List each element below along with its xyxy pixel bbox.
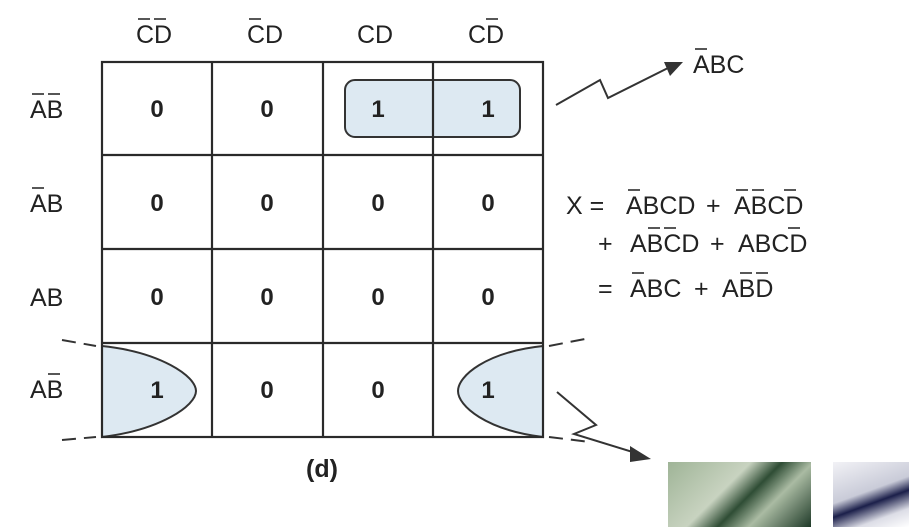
cell-r0-c3: 1: [481, 96, 494, 123]
equation-term-2-0: ABC: [630, 272, 681, 303]
col-header-1-text: CD: [247, 21, 283, 49]
equation-term-2-0-text: ABC: [630, 275, 681, 303]
equation-line-0-prefix: X =: [566, 192, 604, 220]
group-bottom-left-half: [101, 344, 198, 439]
col-header-1: CD: [247, 18, 283, 49]
dash-left-bottom: [61, 436, 97, 441]
cell-r2-c1: 0: [260, 284, 273, 311]
equation-term-2-1: ABD: [722, 272, 773, 303]
cell-r0-c2: 1: [371, 96, 384, 123]
groups-layer: [101, 79, 544, 439]
thumbnail-photo-1: [668, 462, 811, 527]
row-header-2-text: AB: [30, 284, 63, 312]
dash-right-top: [548, 337, 591, 347]
row-header-0-text: AB: [30, 96, 63, 124]
cell-r1-c1: 0: [260, 190, 273, 217]
row-header-2: AB: [30, 284, 63, 312]
equation-term-1-1-text: ABCD: [738, 230, 807, 258]
figure-caption: (d): [306, 455, 338, 483]
row-header-3: AB: [30, 373, 63, 404]
cell-r1-c3: 0: [481, 190, 494, 217]
arrow-top: [555, 62, 683, 106]
arrow-bottom: [556, 391, 651, 462]
abc-label-text: ABC: [693, 51, 744, 79]
abc-label: ABC: [693, 48, 744, 79]
column-headers: CD CD CD CD: [136, 18, 504, 49]
thumbnail-photo-2: [833, 462, 909, 527]
boolean-equation: X = ABCD+ABCD+ ABCD+ABCD= ABC+ABD: [566, 189, 807, 303]
equation-term-1-0: ABCD: [630, 227, 699, 258]
equation-plus-2: +: [694, 275, 709, 303]
cell-r3-c3: 1: [481, 377, 494, 404]
kmap-grid: [100, 60, 545, 439]
col-header-0-text: CD: [136, 21, 172, 49]
equation-plus-0: +: [706, 192, 721, 220]
row-header-1-text: AB: [30, 190, 63, 218]
cell-r3-c2: 0: [371, 377, 384, 404]
equation-term-0-0-text: ABCD: [626, 192, 695, 220]
row-headers: AB AB AB AB: [30, 93, 63, 404]
cell-r1-c2: 0: [371, 190, 384, 217]
wrap-dashes: [61, 337, 591, 443]
equation-term-0-1-text: ABCD: [734, 192, 803, 220]
equation-term-2-1-text: ABD: [722, 275, 773, 303]
equation-term-1-1: ABCD: [738, 227, 807, 258]
equation-term-1-0-text: ABCD: [630, 230, 699, 258]
dash-right-bottom: [548, 436, 591, 443]
row-header-3-text: AB: [30, 376, 63, 404]
cell-r2-c3: 0: [481, 284, 494, 311]
equation-line-1-prefix: +: [598, 230, 613, 258]
group-top-label: ABC: [693, 48, 744, 79]
row-header-0: AB: [30, 93, 63, 124]
cell-r3-c1: 0: [260, 377, 273, 404]
equation-term-0-0: ABCD: [626, 189, 695, 220]
cell-r2-c0: 0: [150, 284, 163, 311]
col-header-2: CD: [357, 21, 393, 49]
equation-line-2-prefix: =: [598, 275, 613, 303]
cell-values: 0 0 1 1 0 0 0 0 0 0 0 0 1 0 0 1: [150, 96, 494, 404]
cell-r0-c1: 0: [260, 96, 273, 123]
group-bottom-right-half: [456, 344, 544, 439]
equation-term-0-1: ABCD: [734, 189, 803, 220]
col-header-2-text: CD: [357, 21, 393, 49]
col-header-3: CD: [468, 18, 504, 49]
row-header-1: AB: [30, 187, 63, 218]
cell-r2-c2: 0: [371, 284, 384, 311]
dash-left-top: [61, 339, 97, 347]
cell-r3-c0: 1: [150, 377, 163, 404]
cell-r1-c0: 0: [150, 190, 163, 217]
col-header-0: CD: [136, 18, 172, 49]
equation-plus-1: +: [710, 230, 725, 258]
cell-r0-c0: 0: [150, 96, 163, 123]
col-header-3-text: CD: [468, 21, 504, 49]
